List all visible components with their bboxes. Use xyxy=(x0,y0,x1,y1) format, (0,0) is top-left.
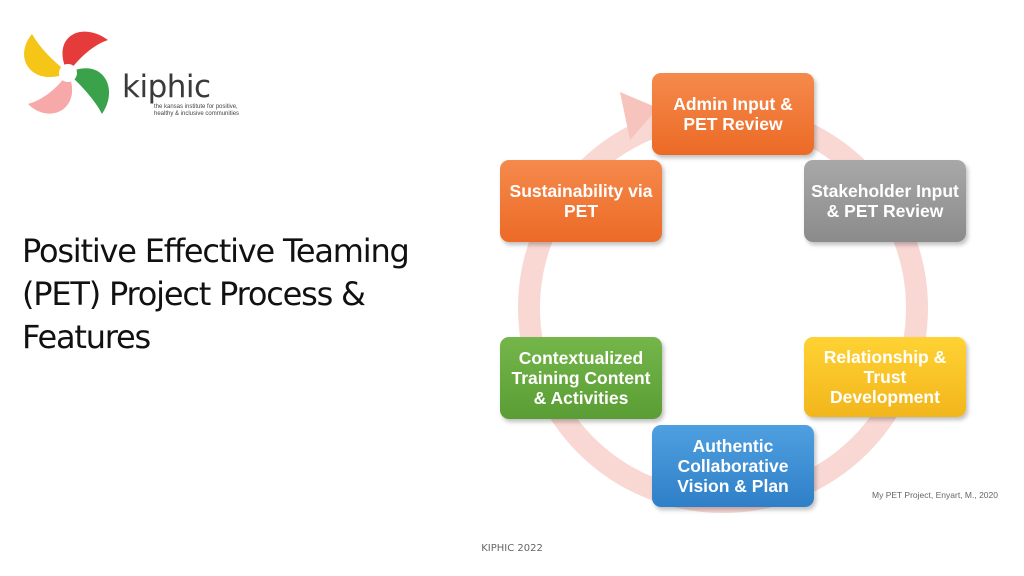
step-stakeholder-input: Stakeholder Input & PET Review xyxy=(804,160,966,242)
citation: My PET Project, Enyart, M., 2020 xyxy=(872,490,998,500)
kiphic-pinwheel-icon xyxy=(24,31,110,114)
step-label: Stakeholder Input & PET Review xyxy=(811,181,959,221)
slide-title: Positive Effective Teaming (PET) Project… xyxy=(22,232,410,356)
step-sustainability: Sustainability via PET xyxy=(500,160,662,242)
step-relationship-trust: Relationship & Trust Development xyxy=(804,337,966,417)
step-label: Relationship & Trust Development xyxy=(823,347,947,407)
step-authentic-vision: Authentic Collaborative Vision & Plan xyxy=(652,425,814,507)
step-label: Sustainability via PET xyxy=(509,181,653,221)
cycle-arrow-head-icon xyxy=(620,92,658,140)
logo-tagline: the kansas institute for positive, healt… xyxy=(154,104,240,117)
logo-wordmark: kiphic xyxy=(122,69,211,105)
slide-footer: KIPHIC 2022 xyxy=(481,543,543,554)
step-admin-input: Admin Input & PET Review xyxy=(652,73,814,155)
kiphic-logo: kiphic the kansas institute for positive… xyxy=(10,18,250,128)
step-label: Contextualized Training Content & Activi… xyxy=(511,348,651,408)
step-contextualized-training: Contextualized Training Content & Activi… xyxy=(500,337,662,419)
step-label: Authentic Collaborative Vision & Plan xyxy=(677,436,789,496)
step-label: Admin Input & PET Review xyxy=(673,94,793,134)
